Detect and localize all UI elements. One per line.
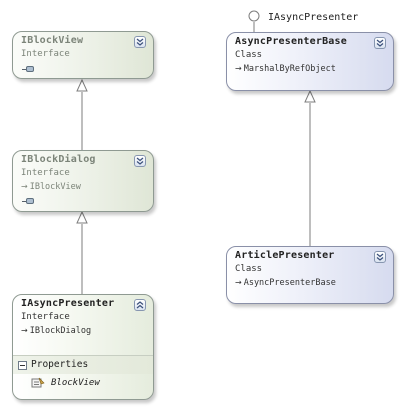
- collapse-section-icon[interactable]: [18, 361, 27, 370]
- properties-section-header[interactable]: Properties: [13, 356, 153, 374]
- inheritance-arrowhead: [76, 210, 88, 224]
- shape-name: IBlockView: [21, 35, 84, 46]
- inheritance-arrow-icon: →: [21, 182, 28, 191]
- inheritance-arrowhead: [76, 78, 88, 92]
- base-type-row: →MarshalByRefObject: [235, 64, 336, 74]
- shape-kind: Interface: [21, 168, 70, 178]
- divider: [13, 355, 153, 356]
- shape-kind: Interface: [21, 312, 70, 322]
- base-type: MarshalByRefObject: [243, 64, 336, 74]
- double-chevron-down-icon[interactable]: [374, 251, 386, 263]
- lollipop-interface-icon: [248, 10, 260, 22]
- asyncpresenterbase-shape[interactable]: AsyncPresenterBase Class →MarshalByRefOb…: [226, 32, 394, 91]
- iasyncpresenter-shape[interactable]: IAsyncPresenter Interface →IBlockDialog …: [12, 294, 154, 400]
- inheritance-arrow-icon: →: [21, 326, 28, 335]
- shape-kind: Class: [235, 50, 263, 60]
- property-name[interactable]: BlockView: [51, 378, 100, 388]
- inheritance-arrow-icon: →: [235, 64, 242, 73]
- base-type-row: →IBlockDialog: [21, 326, 91, 336]
- double-chevron-down-icon[interactable]: [134, 155, 146, 167]
- iblockdialog-shape[interactable]: IBlockDialog Interface →IBlockView: [12, 150, 154, 212]
- double-chevron-down-icon[interactable]: [134, 36, 146, 48]
- inheritance-arrow-icon: →: [235, 278, 242, 287]
- iblockview-shape[interactable]: IBlockView Interface: [12, 31, 154, 79]
- interface-member-icon: [22, 66, 35, 73]
- base-type: IBlockDialog: [29, 326, 92, 336]
- base-type: AsyncPresenterBase: [243, 278, 336, 288]
- base-type-row: →IBlockView: [21, 182, 81, 192]
- shape-kind: Class: [235, 264, 263, 274]
- properties-section-label: Properties: [31, 359, 89, 370]
- shape-name: IAsyncPresenter: [21, 298, 115, 309]
- double-chevron-down-icon[interactable]: [374, 37, 386, 49]
- articlepresenter-shape[interactable]: ArticlePresenter Class →AsyncPresenterBa…: [226, 246, 394, 304]
- interface-member-icon: [22, 198, 35, 205]
- base-type: IBlockView: [29, 182, 81, 192]
- shape-name: AsyncPresenterBase: [235, 36, 347, 47]
- shape-name: ArticlePresenter: [235, 250, 335, 261]
- shape-name: IBlockDialog: [21, 154, 96, 165]
- inheritance-arrowhead: [304, 89, 316, 103]
- property-icon: [31, 377, 45, 388]
- implemented-interface-label: IAsyncPresenter: [268, 12, 359, 23]
- shape-kind: Interface: [21, 49, 70, 59]
- double-chevron-up-icon[interactable]: [134, 299, 146, 311]
- base-type-row: →AsyncPresenterBase: [235, 278, 336, 288]
